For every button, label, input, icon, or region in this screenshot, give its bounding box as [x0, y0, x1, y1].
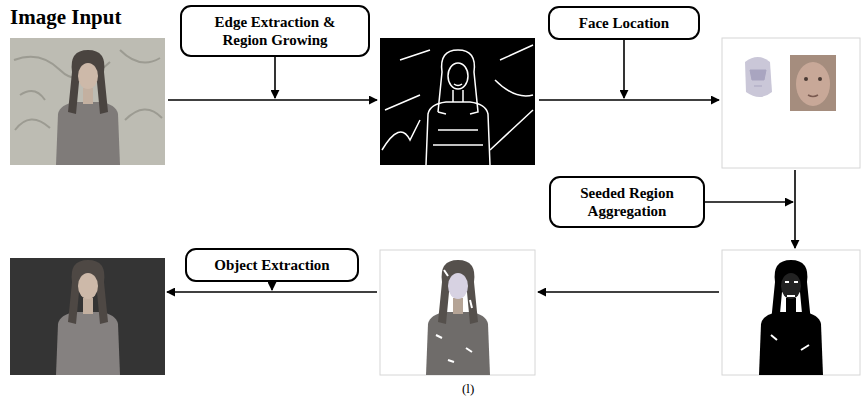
process-arrow — [623, 40, 625, 98]
process-box: Edge Extraction & Region Growing — [180, 5, 370, 57]
step-label: Seeded Region Aggregation — [563, 184, 691, 220]
edge-map — [380, 38, 535, 165]
face-location-result — [722, 38, 860, 168]
process-arrow — [271, 282, 273, 290]
subfigure-label: (l) — [462, 381, 474, 397]
flow-arrows — [167, 100, 795, 292]
input-photo — [10, 38, 165, 165]
process-box: Object Extraction — [185, 248, 359, 282]
extracted-object — [10, 258, 165, 375]
process-arrow — [705, 201, 793, 203]
process-arrow — [274, 57, 276, 98]
step-label: Face Location — [562, 14, 686, 32]
step-label: Object Extraction — [199, 256, 345, 274]
panel-heading: Image Input — [10, 5, 121, 30]
process-box: Seeded Region Aggregation — [549, 176, 705, 228]
segmentation-mask — [722, 250, 860, 375]
object-mask — [380, 250, 535, 375]
step-label: Edge Extraction & Region Growing — [194, 13, 356, 49]
process-box: Face Location — [548, 6, 700, 40]
